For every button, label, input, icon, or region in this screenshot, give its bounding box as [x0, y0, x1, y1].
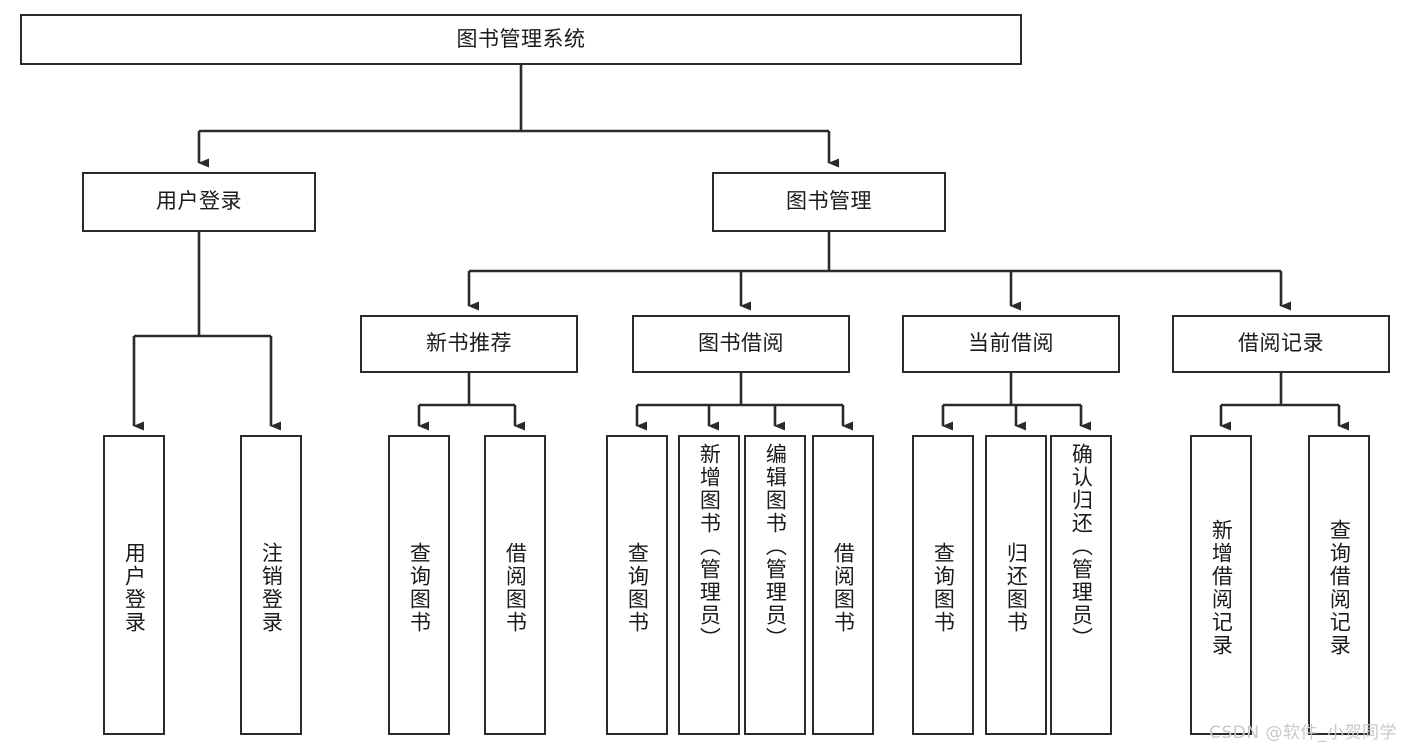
leaf-confirm-return-admin-label: 确认归还（管理员）: [1069, 443, 1094, 650]
leaf-add-borrow-record[interactable]: 新增借阅记录: [1190, 435, 1252, 735]
leaf-return-books[interactable]: 归还图书: [985, 435, 1047, 735]
leaf-logout-label: 注销登录: [259, 542, 284, 634]
leaf-add-borrow-record-label: 新增借阅记录: [1209, 519, 1234, 657]
leaf-query-books-current[interactable]: 查询图书: [912, 435, 974, 735]
leaf-logout[interactable]: 注销登录: [240, 435, 302, 735]
node-new-book-recommend[interactable]: 新书推荐: [360, 315, 578, 373]
leaf-query-borrow-record-label: 查询借阅记录: [1327, 519, 1352, 657]
leaf-edit-book-admin[interactable]: 编辑图书（管理员）: [744, 435, 806, 735]
leaf-borrow-books-recommend[interactable]: 借阅图书: [484, 435, 546, 735]
leaf-add-book-admin[interactable]: 新增图书（管理员）: [678, 435, 740, 735]
node-book-management-label: 图书管理: [786, 189, 872, 214]
leaf-user-login-label: 用户登录: [122, 542, 147, 634]
node-new-book-recommend-label: 新书推荐: [426, 331, 512, 356]
node-book-borrow-label: 图书借阅: [698, 331, 784, 356]
leaf-return-books-label: 归还图书: [1004, 542, 1029, 634]
leaf-edit-book-admin-label: 编辑图书（管理员）: [763, 443, 788, 650]
node-current-borrow-label: 当前借阅: [968, 331, 1054, 356]
leaf-query-books-recommend[interactable]: 查询图书: [388, 435, 450, 735]
leaf-query-borrow-record[interactable]: 查询借阅记录: [1308, 435, 1370, 735]
node-borrow-records[interactable]: 借阅记录: [1172, 315, 1390, 373]
leaf-query-books-borrow-label: 查询图书: [625, 542, 650, 634]
node-user-login-label: 用户登录: [156, 189, 242, 214]
leaf-add-book-admin-label: 新增图书（管理员）: [697, 443, 722, 650]
leaf-query-books-current-label: 查询图书: [931, 542, 956, 634]
leaf-query-books-recommend-label: 查询图书: [407, 542, 432, 634]
node-book-management[interactable]: 图书管理: [712, 172, 946, 232]
watermark: CSDN @软件_小贺同学: [1209, 723, 1397, 743]
leaf-query-books-borrow[interactable]: 查询图书: [606, 435, 668, 735]
leaf-borrow-books[interactable]: 借阅图书: [812, 435, 874, 735]
node-root[interactable]: 图书管理系统: [20, 14, 1022, 65]
leaf-confirm-return-admin[interactable]: 确认归还（管理员）: [1050, 435, 1112, 735]
node-root-label: 图书管理系统: [456, 26, 586, 51]
node-user-login[interactable]: 用户登录: [82, 172, 316, 232]
leaf-borrow-books-label: 借阅图书: [831, 542, 856, 634]
node-book-borrow[interactable]: 图书借阅: [632, 315, 850, 373]
node-borrow-records-label: 借阅记录: [1238, 331, 1324, 356]
node-current-borrow[interactable]: 当前借阅: [902, 315, 1120, 373]
leaf-borrow-books-recommend-label: 借阅图书: [503, 542, 528, 634]
leaf-user-login[interactable]: 用户登录: [103, 435, 165, 735]
